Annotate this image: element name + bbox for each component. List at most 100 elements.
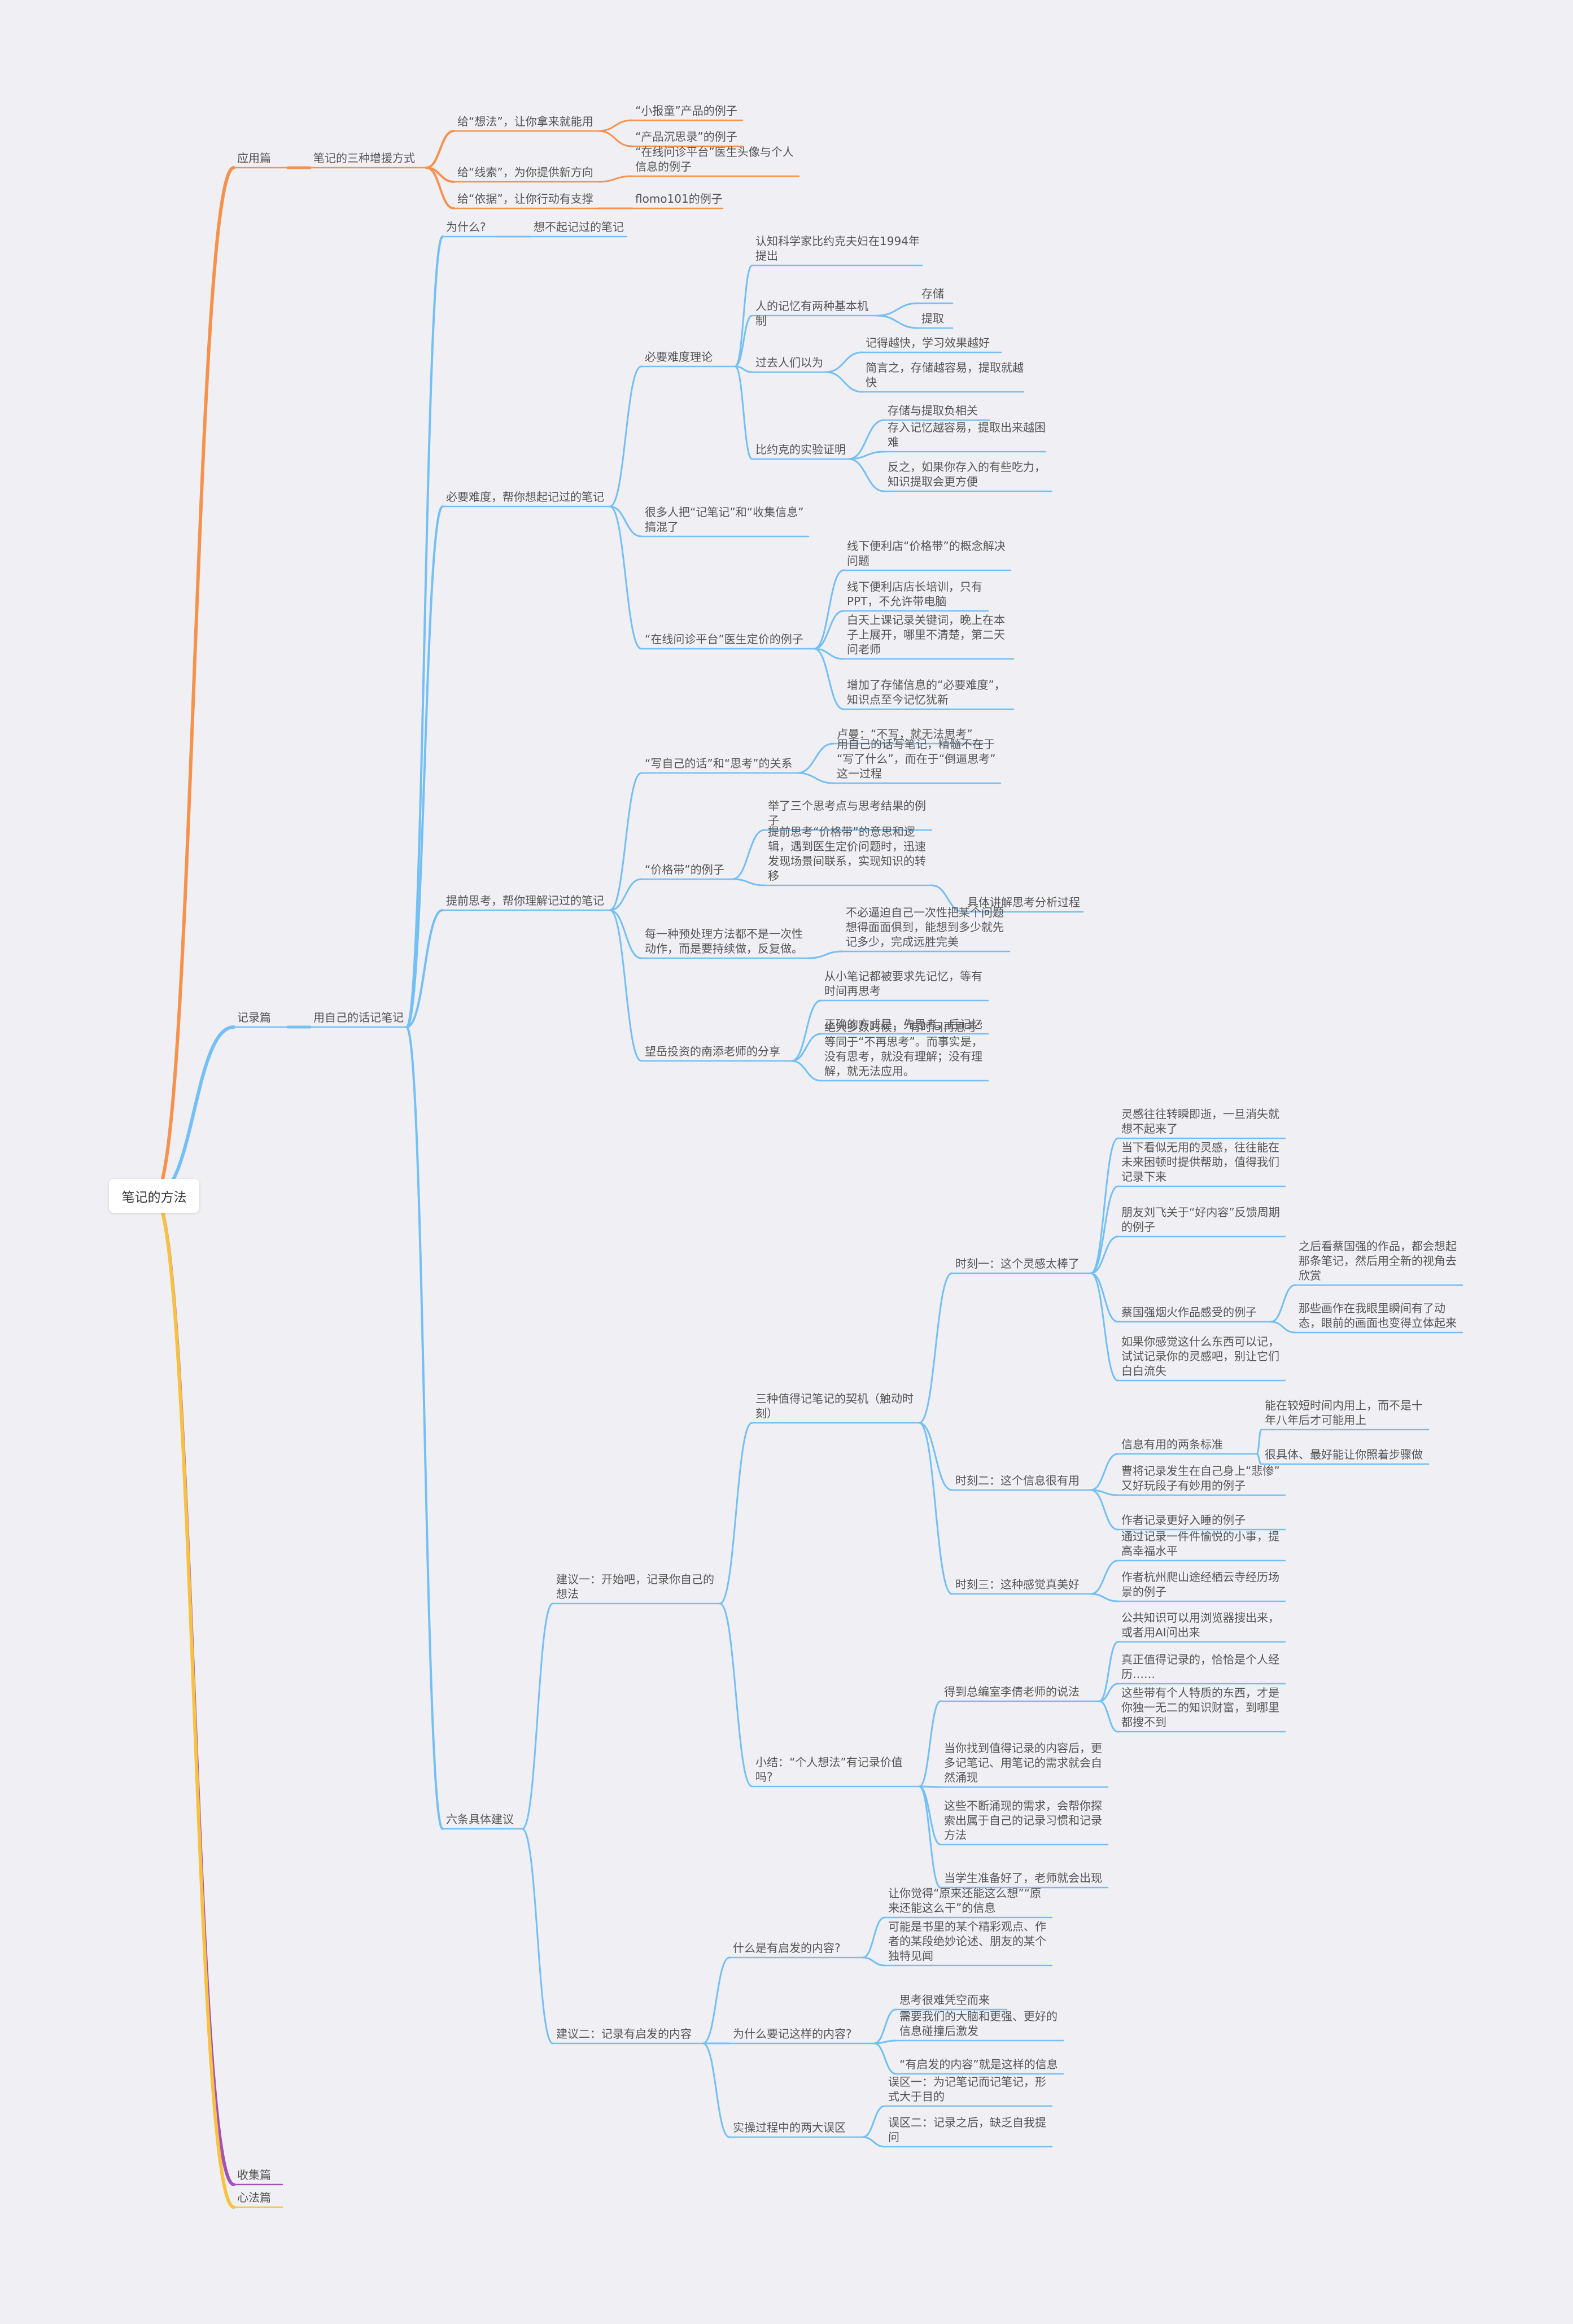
node-n3[interactable]: 收集篇	[237, 2168, 271, 2182]
edge-s1a	[521, 1602, 554, 1830]
node-t1b2a[interactable]: 具体讲解思考分析过程	[967, 895, 1080, 909]
node-n1a1a[interactable]: “小报童”产品的例子	[635, 104, 737, 117]
edge-b1a2b	[876, 314, 919, 329]
node-b1a4a[interactable]: 存储与提取负相关	[888, 404, 978, 417]
node-m1d[interactable]: 蔡国强烟火作品感受的例子	[1121, 1305, 1257, 1319]
node-q2[interactable]: 为什么要记这样的内容?	[733, 2027, 852, 2041]
edge-t1d	[609, 909, 643, 1062]
node-t1b2[interactable]: 提前思考“价格带”的意思和逻 辑，遇到医生定价问题时，迅速 发现场景间联系，实现…	[768, 825, 926, 883]
node-x1b[interactable]: 真正值得记录的，恰恰是个人经 历……	[1121, 1653, 1279, 1681]
node-b1a1[interactable]: 认知科学家比约克夫妇在1994年 提出	[755, 234, 920, 263]
node-b1a3[interactable]: 过去人们以为	[755, 356, 823, 369]
node-q2a[interactable]: 思考很难凭空而来	[899, 1993, 990, 2007]
node-n1a2[interactable]: 给“线索”，为你提供新方向	[457, 165, 593, 179]
root-node[interactable]: 笔记的方法	[109, 1179, 199, 1213]
node-t1d1[interactable]: 从小笔记都被要求先记忆，等有 时间再思考	[824, 969, 982, 998]
node-b1a4b[interactable]: 存入记忆越容易，提取出来越困 难	[888, 421, 1046, 449]
node-t1b[interactable]: “价格带”的例子	[645, 863, 724, 876]
edge-t1b2a	[930, 884, 965, 913]
node-m3[interactable]: 时刻三：这种感觉真美好	[955, 1578, 1080, 1591]
node-b1c2[interactable]: 线下便利店店长培训，只有 PPT，不允许带电脑	[847, 580, 982, 608]
node-b1b[interactable]: 很多人把“记笔记”和“收集信息” 搞混了	[645, 505, 804, 534]
edge-t1a1	[796, 742, 834, 774]
node-t1b1[interactable]: 举了三个思考点与思考结果的例 子	[768, 799, 926, 827]
node-m2a2[interactable]: 很具体、最好能让你照着步骤做	[1265, 1448, 1423, 1461]
node-m1e[interactable]: 如果你感觉这什么东西可以记， 试试记录你的灵感吧，别让它们 白白流失	[1121, 1335, 1279, 1378]
edge-s1a1	[719, 1422, 753, 1605]
node-t1a[interactable]: “写自己的话”和“思考”的关系	[645, 757, 793, 770]
node-m2c[interactable]: 作者记录更好入睡的例子	[1121, 1513, 1246, 1527]
node-q1a[interactable]: 让你觉得“原来还能这么想”“原 来还能这么干”的信息	[888, 1886, 1042, 1915]
node-w1a[interactable]: 想不起记过的笔记	[534, 220, 624, 234]
node-n2[interactable]: 记录篇	[237, 1011, 271, 1024]
node-t1a1[interactable]: 卢曼：“不写，就无法思考”	[837, 727, 973, 741]
node-t1d[interactable]: 望岳投资的南添老师的分享	[645, 1045, 780, 1058]
node-m1[interactable]: 时刻一：这个灵感太棒了	[955, 1257, 1080, 1270]
node-s1a1[interactable]: 三种值得记笔记的契机（触动时 刻）	[755, 1392, 914, 1420]
node-m1a[interactable]: 灵感往往转瞬即逝，一旦消失就 想不起来了	[1121, 1107, 1279, 1135]
node-t1c1[interactable]: 不必逼迫自己一次性把某个问题 想得面面俱到，能想到多少就先 记多少，完成远胜完美	[846, 906, 1004, 949]
node-n1a3[interactable]: 给“依据”，让你行动有支撑	[457, 192, 593, 206]
node-m2a[interactable]: 信息有用的两条标准	[1121, 1438, 1223, 1451]
edge-m1a	[1090, 1137, 1119, 1274]
edge-m2c	[1090, 1489, 1119, 1531]
node-t1a2[interactable]: 用自己的话写笔记，精髓不在于 “写了什么”，而在于“倒逼思考” 这一过程	[837, 737, 996, 780]
node-b1a[interactable]: 必要难度理论	[645, 350, 713, 364]
node-t1c[interactable]: 每一种预处理方法都不是一次性 动作，而是要持续做，反复做。	[645, 927, 803, 955]
node-x4[interactable]: 当学生准备好了，老师就会出现	[944, 1871, 1102, 1885]
node-b1a3a[interactable]: 记得越快，学习效果越好	[866, 336, 990, 350]
node-x2[interactable]: 当你找到值得记录的内容后，更 多记笔记、用笔记的需求就会自 然涌现	[944, 1741, 1102, 1784]
node-b1c3[interactable]: 白天上课记录关键词，晚上在本 子上展开，哪里不清楚，第二天 问老师	[847, 613, 1005, 656]
node-m1d2[interactable]: 那些画作在我眼里瞬间有了动 态，眼前的画面也变得立体起来	[1299, 1301, 1457, 1330]
node-x1c[interactable]: 这些带有个人特质的东西，才是 你独一无二的知识财富，到哪里 都搜不到	[1121, 1686, 1279, 1729]
node-b1c[interactable]: “在线问诊平台”医生定价的例子	[645, 632, 803, 646]
node-m1c[interactable]: 朋友刘飞关于“好内容”反馈周期 的例子	[1121, 1205, 1280, 1234]
edge-n1a3	[425, 167, 455, 209]
node-s1a[interactable]: 建议一：开始吧，记录你自己的 想法	[556, 1572, 714, 1601]
node-b1a2b[interactable]: 提取	[921, 312, 944, 325]
node-n1a3a[interactable]: flomo101的例子	[635, 192, 723, 206]
node-b1c1[interactable]: 线下便利店“价格带”的概念解决 问题	[847, 539, 1006, 567]
node-n1a2a[interactable]: “在线问诊平台”医生头像与个人 信息的例子	[635, 145, 794, 173]
edge-t1a	[609, 772, 643, 911]
node-m2b[interactable]: 曹将记录发生在自己身上“悲惨” 又好玩段子有妙用的例子	[1121, 1464, 1280, 1492]
node-b1[interactable]: 必要难度，帮你想起记过的笔记	[446, 490, 604, 504]
node-s1a2[interactable]: 小结：“个人想法”有记录价值 吗?	[755, 1755, 903, 1784]
node-b1a4[interactable]: 比约克的实验证明	[755, 443, 846, 456]
node-t1[interactable]: 提前思考，帮你理解记过的笔记	[446, 894, 604, 907]
edge-s1b	[521, 1828, 554, 2045]
node-s1b[interactable]: 建议二：记录有启发的内容	[556, 2027, 692, 2041]
node-s1[interactable]: 六条具体建议	[446, 1812, 514, 1826]
node-q2c[interactable]: “有启发的内容”就是这样的信息	[899, 2057, 1058, 2071]
node-n1a1b[interactable]: “产品沉思录”的例子	[635, 130, 737, 143]
node-b1a4c[interactable]: 反之，如果你存入的有些吃力， 知识提取会更方便	[888, 460, 1046, 488]
node-b1a2[interactable]: 人的记忆有两种基本机制	[755, 299, 868, 327]
node-m1d1[interactable]: 之后看蔡国强的作品，都会想起 那条笔记，然后用全新的视角去 欣赏	[1299, 1239, 1457, 1282]
node-n4[interactable]: 心法篇	[237, 2191, 271, 2204]
node-w1[interactable]: 为什么?	[446, 220, 486, 234]
node-t1d3[interactable]: 绝大多数时候，“有时间再思考” 等同于“不再思考”。而事实是， 没有思考，就没有…	[824, 1020, 983, 1078]
node-m3a[interactable]: 通过记录一件件愉悦的小事，提 高幸福水平	[1121, 1530, 1279, 1558]
node-x1[interactable]: 得到总编室李倩老师的说法	[944, 1685, 1080, 1698]
node-q3[interactable]: 实操过程中的两大误区	[733, 2121, 846, 2134]
node-n1[interactable]: 应用篇	[237, 151, 271, 165]
node-b1a3b[interactable]: 简言之，存储越容易，提取就越 快	[866, 361, 1024, 389]
node-x1a[interactable]: 公共知识可以用浏览器搜出来， 或者用AI问出来	[1121, 1611, 1279, 1639]
node-q1[interactable]: 什么是有启发的内容?	[733, 1941, 841, 1955]
node-b1c4[interactable]: 增加了存储信息的“必要难度”， 知识点至今记忆犹新	[847, 678, 1006, 706]
node-q2b[interactable]: 需要我们的大脑和更强、更好的 信息碰撞后激发	[899, 2010, 1058, 2038]
node-n2a[interactable]: 用自己的话记笔记	[313, 1011, 404, 1024]
node-b1a2a[interactable]: 存储	[921, 287, 944, 300]
node-t1d2[interactable]: 正确的方式是，先思考，后记忆	[824, 1017, 982, 1031]
node-n1a[interactable]: 笔记的三种增援方式	[313, 151, 415, 165]
node-x3[interactable]: 这些不断涌现的需求，会帮你探 索出属于自己的记录习惯和记录 方法	[944, 1799, 1102, 1842]
node-q3b[interactable]: 误区二：记录之后，缺乏自我提 问	[888, 2116, 1046, 2144]
node-n1a1[interactable]: 给“想法”，让你拿来就能用	[457, 115, 593, 128]
node-m2a1[interactable]: 能在较短时间内用上，而不是十 年八年后才可能用上	[1265, 1399, 1423, 1427]
node-m1b[interactable]: 当下看似无用的灵感，往往能在 未来困顿时提供帮助，值得我们 记录下来	[1121, 1141, 1279, 1183]
node-q3a[interactable]: 误区一：为记笔记而记笔记，形 式大于目的	[888, 2075, 1046, 2103]
node-m3b[interactable]: 作者杭州爬山途经栖云寺经历场 景的例子	[1121, 1570, 1279, 1598]
node-q1b[interactable]: 可能是书里的某个精彩观点、作 者的某段绝妙论述、朋友的某个 独特见闻	[888, 1920, 1046, 1963]
node-m2[interactable]: 时刻二：这个信息很有用	[955, 1474, 1080, 1487]
